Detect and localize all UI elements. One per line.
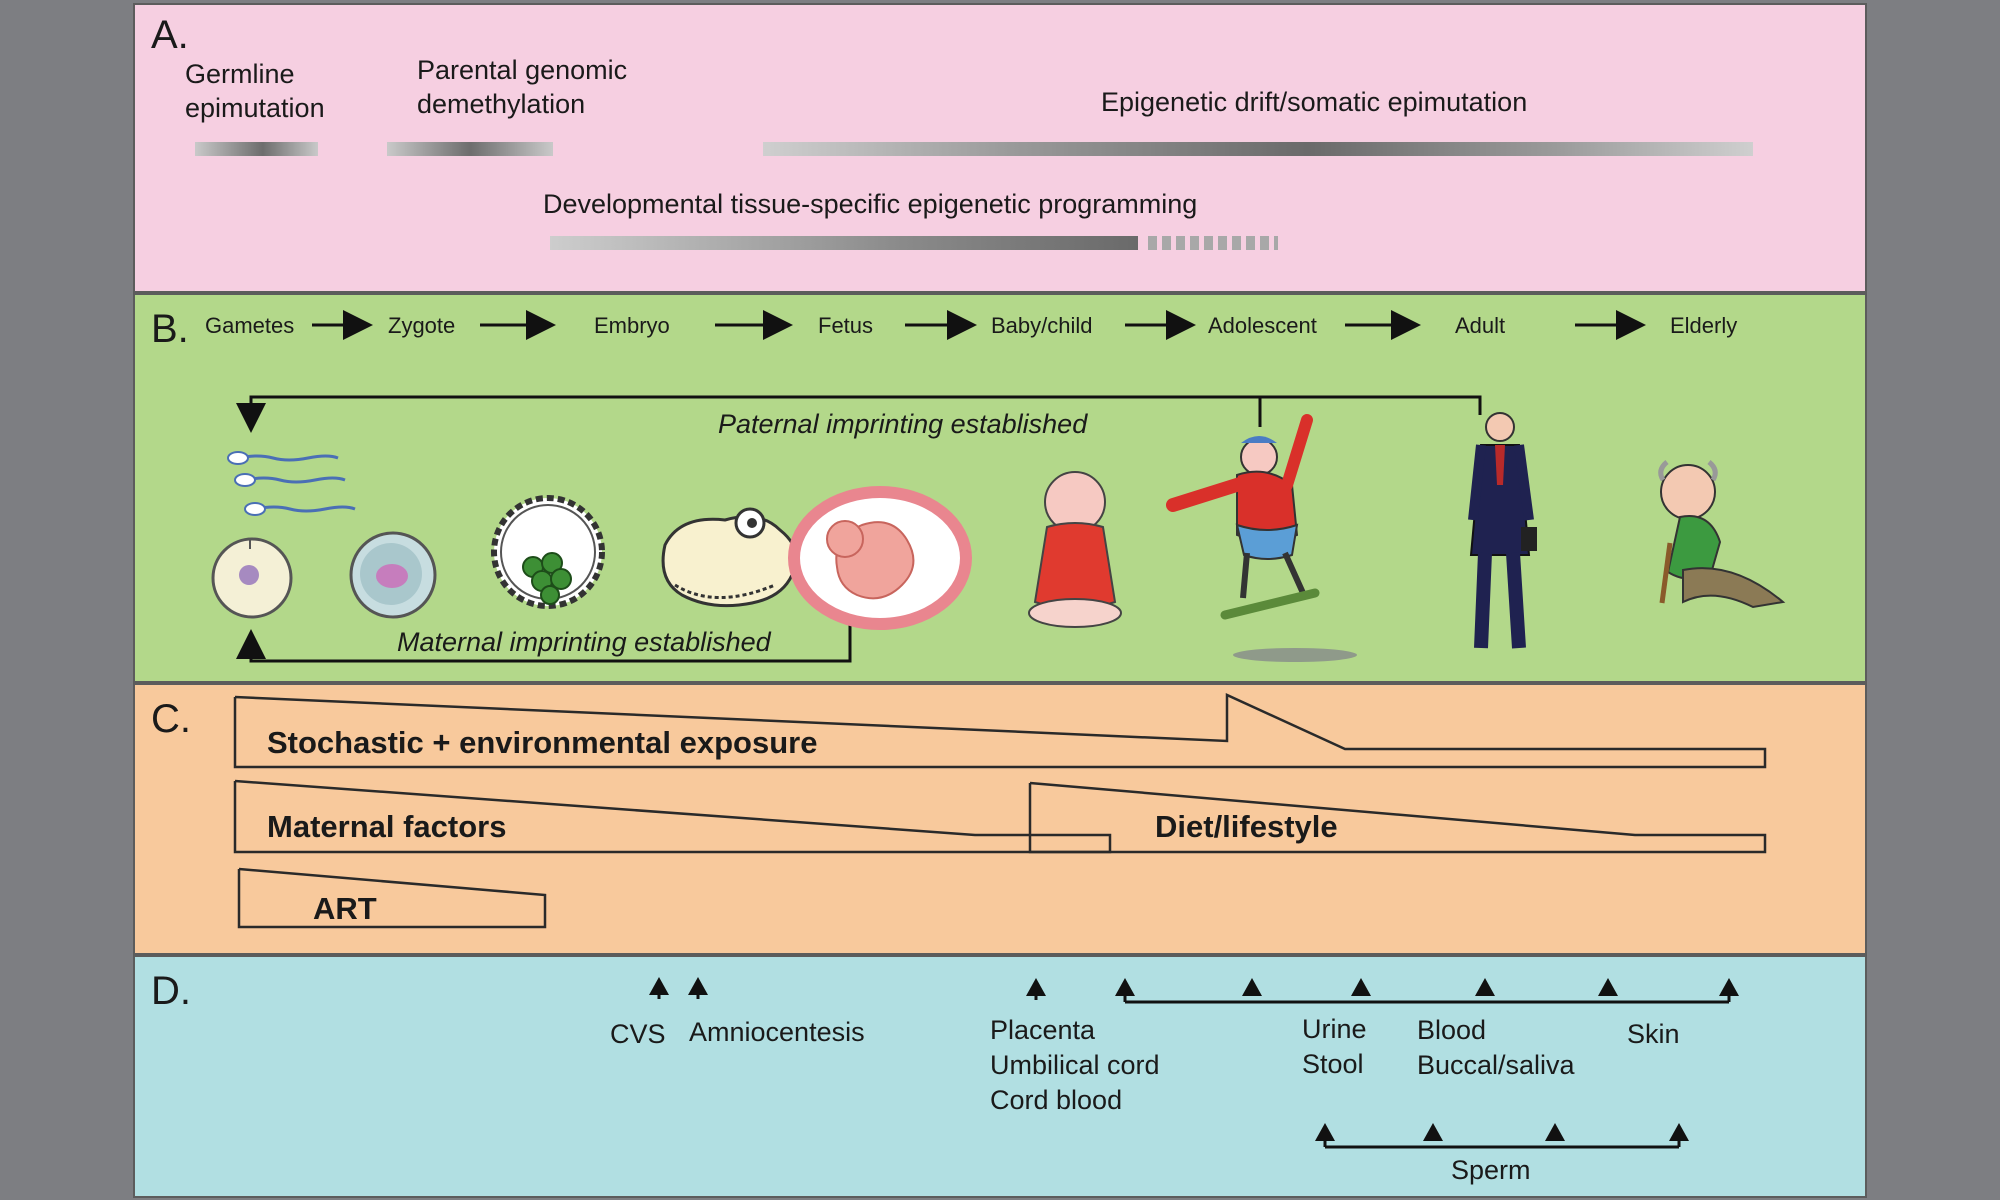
panel-a-letter: A. [151,13,189,57]
panel-b-letter: B. [151,307,189,351]
postnatal-arrow-4-icon [1475,978,1495,996]
art-label: ART [313,891,377,926]
drift-label: Epigenetic drift/somatic epimutation [1101,87,1528,117]
panel-c-graphics [233,693,1767,929]
panel-c: C. Stochastic + environmental exposure M… [133,683,1867,955]
cvs-arrow-icon [649,977,669,995]
placenta-label: Placenta [990,1015,1096,1045]
germline-label-line1: Germline [185,59,295,89]
stochastic-label: Stochastic + environmental exposure [267,725,818,760]
skin-label: Skin [1627,1019,1680,1049]
baby-icon [1028,471,1122,628]
stage-gametes: Gametes [205,313,295,338]
panel-a: A. Germline epimutation Parental genomic… [133,3,1867,293]
developmental-bar-dashed [1148,236,1278,250]
urine-label: Urine [1302,1014,1367,1044]
sperm-label: Sperm [1451,1155,1531,1185]
postnatal-arrow-5-icon [1598,978,1618,996]
adolescent-skateboarder-icon [1166,414,1357,662]
maternal-imprinting-label: Maternal imprinting established [397,627,771,657]
sperm-arrow-3-icon [1545,1123,1565,1141]
drift-bar [763,142,1753,156]
amnio-arrow-icon [688,977,708,995]
paternal-bracket [236,395,1482,433]
postnatal-arrow-6-icon [1719,978,1739,996]
sperm-arrow-4-icon [1669,1123,1689,1141]
developmental-label: Developmental tissue-specific epigenetic… [543,189,1198,219]
parental-label-line1: Parental genomic [417,55,628,85]
blastocyst-icon [491,495,605,609]
postnatal-arrow-1-icon [1115,978,1135,996]
amniocentesis-label: Amniocentesis [689,1017,865,1047]
cvs-label: CVS [610,1019,666,1049]
parental-bar [387,142,553,156]
placenta-arrow-icon [1026,978,1046,996]
stage-adolescent: Adolescent [1208,313,1317,338]
blood-label: Blood [1417,1015,1487,1045]
sperm-icon [227,451,356,516]
sperm-arrow-2-icon [1423,1123,1443,1141]
stochastic-wedge [233,693,1767,769]
buccal-saliva-label: Buccal/saliva [1417,1050,1575,1080]
panel-c-letter: C. [151,697,191,741]
art-wedge [237,867,547,929]
panel-b: B. Gametes Zygote Embryo Fetus Baby/chil… [133,293,1867,683]
oocyte-icon [211,537,293,619]
elderly-man-icon [1658,460,1786,609]
panel-d-letter: D. [151,969,191,1013]
parental-label-line2: demethylation [417,89,586,119]
paternal-imprinting-label: Paternal imprinting established [718,409,1088,439]
panel-d-graphics [649,977,1739,1149]
postnatal-arrow-2-icon [1242,978,1262,996]
diet-lifestyle-wedge [1028,781,1767,854]
diet-lifestyle-label: Diet/lifestyle [1155,809,1338,844]
stage-elderly: Elderly [1670,313,1738,338]
stool-label: Stool [1302,1049,1364,1079]
fetus-icon [788,486,972,630]
zygote-cell-icon [349,531,437,619]
postnatal-arrow-3-icon [1351,978,1371,996]
stage-fetus: Fetus [818,313,874,338]
panel-b-graphics [211,310,1786,663]
stage-adult: Adult [1455,313,1506,338]
umbilical-cord-label: Umbilical cord [990,1050,1160,1080]
cord-blood-label: Cord blood [990,1085,1123,1115]
maternal-bracket [236,595,852,663]
sperm-arrow-1-icon [1315,1123,1335,1141]
stage-zygote: Zygote [388,313,456,338]
maternal-factors-label: Maternal factors [267,809,507,844]
adult-businessman-icon [1468,412,1537,649]
germline-bar [195,142,318,156]
stage-embryo: Embryo [594,313,670,338]
embryo-icon [661,507,798,608]
stage-baby-child: Baby/child [991,313,1093,338]
panel-d: D. CVS Amniocent [133,955,1867,1198]
developmental-bar [550,236,1138,250]
germline-label-line2: epimutation [185,93,325,123]
maternal-factors-wedge [233,779,1112,854]
